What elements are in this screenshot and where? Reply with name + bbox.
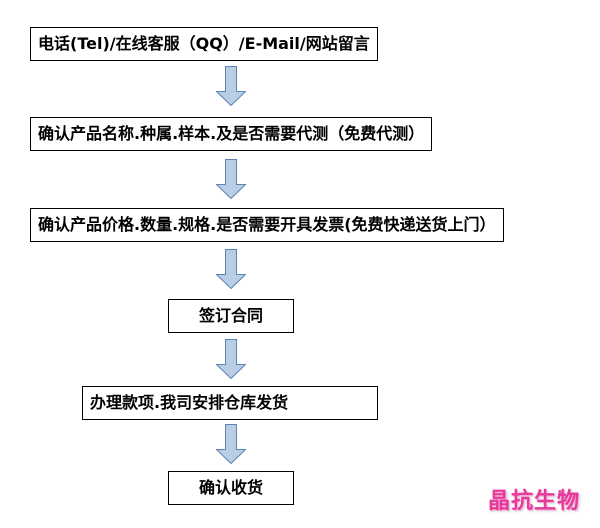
flow-step-contact: 电话(Tel)/在线客服（QQ）/E-Mail/网站留言 <box>30 27 378 61</box>
watermark-logo: 晶抗生物 <box>488 489 581 514</box>
down-arrow-icon <box>216 339 246 379</box>
down-arrow-icon <box>216 249 246 289</box>
down-arrow-shape <box>216 249 246 289</box>
down-arrow-icon <box>216 159 246 199</box>
flow-step-payment-shipping: 办理款项.我司安排仓库发货 <box>82 386 378 420</box>
down-arrow-icon <box>216 424 246 464</box>
down-arrow-icon <box>216 66 246 106</box>
flow-step-confirm-price: 确认产品价格.数量.规格.是否需要开具发票(免费快递送货上门） <box>30 208 504 242</box>
down-arrow-shape <box>216 159 246 199</box>
down-arrow-shape <box>216 339 246 379</box>
flow-step-confirm-receipt: 确认收货 <box>168 471 294 505</box>
down-arrow-shape <box>216 424 246 464</box>
flow-step-confirm-product: 确认产品名称.种属.样本.及是否需要代测（免费代测） <box>30 117 433 151</box>
flow-step-sign-contract: 签订合同 <box>168 299 294 333</box>
down-arrow-shape <box>216 66 246 106</box>
